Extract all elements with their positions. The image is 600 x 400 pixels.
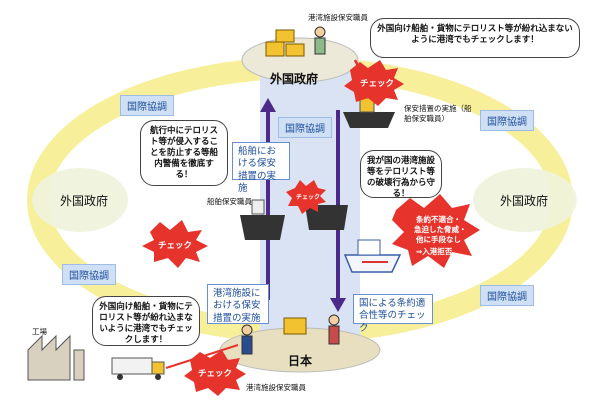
- right-gov-halo: [473, 168, 577, 232]
- check-burst-left: [142, 220, 208, 268]
- refusal-line-4: ⇒入港拒否: [416, 247, 453, 256]
- treaty-check-box: 国による条約適合性等のチェック: [353, 294, 433, 334]
- foreign-ship-measure-label: 保安措置の実施（船舶保安職員）: [404, 104, 472, 123]
- bubble-top-right: 外国向け船舶・貨物にテロリスト等が紛れ込まないように港湾でもチェックします！: [370, 18, 580, 58]
- ship-left-hull: [240, 215, 285, 240]
- arrow-up-head: [260, 98, 276, 112]
- port-staff-top-label: 港湾施設保安職員: [308, 13, 368, 22]
- container-top-3: [275, 29, 295, 43]
- foreign-gov-top-label: 外国政府: [270, 72, 319, 86]
- factory-building: [27, 334, 71, 381]
- ship-security-box: 船舶における保安措置の実施: [232, 142, 290, 194]
- arrow-down-head: [330, 298, 346, 312]
- check-burst-middle: [286, 180, 326, 214]
- truck-cab: [151, 361, 165, 375]
- bubble-right-mid: 我が国の港湾施設等をテロリスト等の破壊行為から守る！: [360, 150, 442, 199]
- port-security-box: 港湾施設における保安措置の実施: [207, 284, 269, 324]
- container-top-2: [285, 43, 305, 57]
- foreign-gov-right-label: 外国政府: [500, 194, 549, 208]
- factory-chimney: [73, 349, 85, 381]
- check-label-bottom: チェック: [198, 369, 233, 379]
- ship-mid-hull: [305, 205, 348, 230]
- coop-tag-top-center: 国際協調: [278, 117, 332, 138]
- coop-tag-bottom-right: 国際協調: [480, 285, 534, 306]
- staff-bottom2-head: [328, 314, 340, 326]
- staff-bottom-body: [241, 335, 253, 355]
- ship-top-right-hull: [343, 112, 395, 128]
- foreign-gov-left-label: 外国政府: [60, 194, 109, 208]
- patrol-ship-hull: [343, 254, 402, 273]
- refusal-line-3: 他に手段なし: [416, 235, 461, 244]
- staff-top-head: [314, 26, 326, 38]
- bubble-left-mid: 航行中にテロリスト等が侵入することを防止する等船内警備を徹底する！: [140, 120, 228, 186]
- coop-tag-top-left: 国際協調: [120, 95, 174, 116]
- container-top-1: [265, 41, 285, 57]
- refusal-line-2: 急迫した脅威・: [414, 225, 467, 234]
- check-burst-top: [344, 60, 404, 106]
- check-burst-bottom: [184, 350, 246, 396]
- ship-left-deck: [251, 199, 265, 215]
- ship-staff-label: 船舶保安職員: [207, 197, 252, 206]
- port-staff-bottom-label: 港湾施設保安職員: [246, 383, 306, 392]
- staff-bottom2-body: [328, 325, 340, 345]
- coop-tag-top-right: 国際協調: [480, 110, 534, 131]
- container-bottom: [283, 317, 307, 335]
- truck-wheel-1: [117, 374, 123, 380]
- truck-trailer: [111, 357, 153, 375]
- left-gov-halo: [32, 168, 128, 232]
- check-label-middle: チェック: [296, 194, 321, 201]
- japan-label: 日本: [288, 354, 313, 368]
- staff-bottom-head: [241, 324, 253, 336]
- patrol-ship-bridge: [357, 239, 381, 256]
- truck-wheel-2: [155, 374, 161, 380]
- staff-top-body: [314, 37, 326, 55]
- refusal-burst: [392, 194, 480, 268]
- refusal-line-1: 条約不適合・: [416, 215, 461, 224]
- factory-label: 工場: [32, 327, 47, 336]
- check-label-left: チェック: [158, 241, 193, 251]
- check-label-top: チェック: [360, 79, 395, 89]
- bubble-bottom-left: 外国向け船舶・貨物にテロリスト等が紛れ込まないように港湾でもチェックします！: [92, 296, 200, 346]
- coop-tag-bottom-left: 国際協調: [62, 264, 116, 285]
